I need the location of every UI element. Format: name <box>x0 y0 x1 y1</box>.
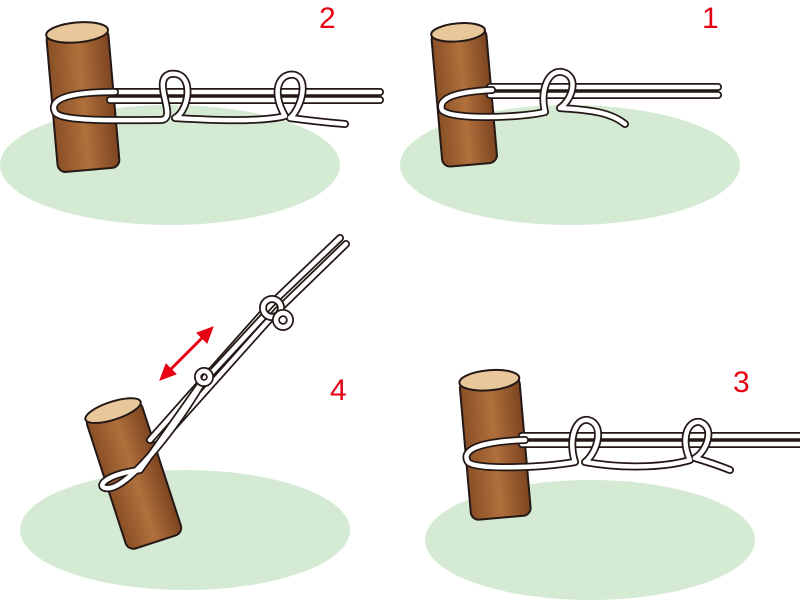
rope <box>49 69 384 128</box>
double-arrow-icon <box>159 326 214 381</box>
panel-step-4 <box>20 234 350 590</box>
step-number-4: 4 <box>330 374 347 407</box>
ground-patch <box>0 105 340 225</box>
panel-step-1 <box>400 22 740 225</box>
panel-step-3 <box>425 368 800 600</box>
ground-patch <box>20 470 350 590</box>
rope <box>462 416 800 474</box>
step-number-1: 1 <box>702 2 719 35</box>
log-stake <box>430 22 498 168</box>
step-number-2: 2 <box>319 2 336 35</box>
panel-step-2 <box>0 21 384 225</box>
rope <box>437 67 722 128</box>
rope <box>98 234 350 493</box>
step-number-3: 3 <box>733 366 750 399</box>
log-stake <box>45 21 121 173</box>
